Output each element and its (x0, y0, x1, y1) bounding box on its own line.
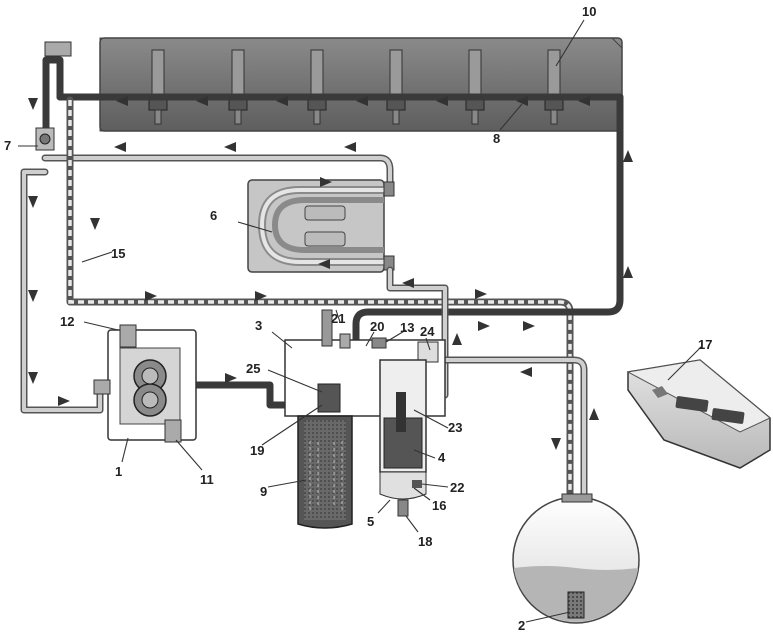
control-unit (626, 359, 771, 469)
callout-6: 6 (210, 208, 217, 223)
return-line-top (41, 154, 394, 189)
high-pressure-line (352, 93, 624, 364)
callout-7: 7 (4, 138, 11, 153)
tank-supply-line (436, 356, 588, 589)
callout-5: 5 (367, 514, 374, 529)
callout-23: 23 (448, 420, 462, 435)
callout-22: 22 (450, 480, 464, 495)
callout-16: 16 (432, 498, 446, 513)
injector-1 (148, 49, 168, 125)
fuel-cooler (247, 179, 395, 273)
engine-head (99, 37, 623, 132)
callout-13: 13 (400, 320, 414, 335)
callout-25: 25 (246, 361, 260, 376)
callout-10: 10 (582, 4, 596, 19)
callout-3: 3 (255, 318, 262, 333)
flow-arrows (28, 96, 633, 450)
callout-8: 8 (493, 131, 500, 146)
callout-21: 21 (331, 311, 345, 326)
callout-24: 24 (420, 324, 435, 339)
prefilter-separator (379, 359, 427, 517)
feed-pump (93, 324, 197, 443)
callout-4: 4 (438, 450, 446, 465)
callout-9: 9 (260, 484, 267, 499)
bleed-valve (35, 127, 55, 151)
callout-1: 1 (115, 464, 122, 479)
callout-11: 11 (200, 472, 214, 487)
fuel-tank (512, 493, 640, 624)
callout-15: 15 (111, 246, 125, 261)
leader-lines (18, 19, 703, 623)
callout-12: 12 (60, 314, 74, 329)
callout-18: 18 (418, 534, 432, 549)
callout-20: 20 (370, 319, 384, 334)
return-line-head (42, 41, 72, 132)
callout-17: 17 (698, 337, 712, 352)
main-fuel-filter (297, 415, 353, 529)
callout-19: 19 (250, 443, 264, 458)
callout-labels: 1 2 3 4 5 6 7 8 9 10 11 12 13 15 16 17 1… (4, 4, 712, 633)
supply-line-left (20, 168, 104, 414)
callout-2: 2 (518, 618, 525, 633)
